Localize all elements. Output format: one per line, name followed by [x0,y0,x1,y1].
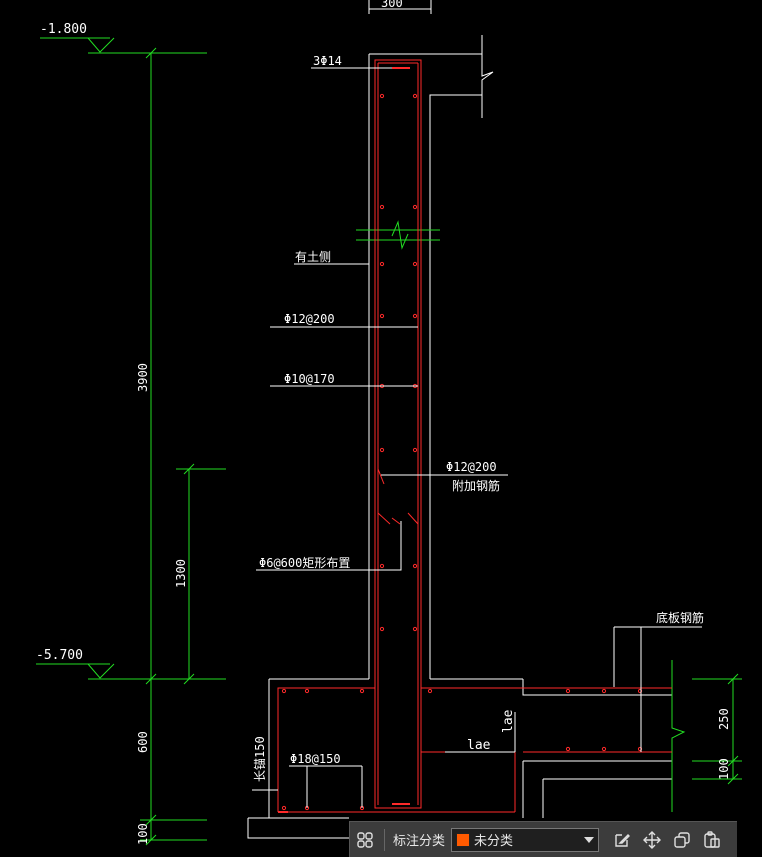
category-selected-value: 未分类 [474,833,514,848]
rebar-added-label: Φ12@200 [446,460,497,474]
base-rebar-label: Φ18@150 [290,752,341,766]
tie-rebar-label: Φ6@600矩形布置 [259,556,350,570]
dimension-100-right-label: 100 [717,758,731,780]
elevation-marker-mid [36,663,226,680]
wall-rebar [374,59,422,809]
category-swatch [456,832,471,847]
dimension-600-label: 600 [136,731,150,753]
category-label: 标注分类 [393,833,446,848]
dimension-1300-label: 1300 [174,559,188,588]
bottom-rebar-note: 底板钢筋 [656,610,704,625]
edit-icon[interactable] [607,825,637,855]
copy-icon[interactable] [667,825,697,855]
rebar-top-label: 3Φ14 [313,54,342,68]
rebar-inner-label: Φ10@170 [284,372,335,386]
soil-side-label: 有土侧 [295,250,331,264]
move-icon[interactable] [637,825,667,855]
grid-icon[interactable] [350,825,380,855]
elevation-top-label: -1.800 [40,22,87,37]
wall-outline [247,35,672,839]
rebar-dots [281,93,643,811]
dimension-3900-label: 3900 [136,363,150,392]
lae-vertical-label: lae [501,709,516,733]
anchor-note-label: 长锚150 [252,736,267,782]
dimension-300 [368,0,432,14]
dimension-lines-left [140,47,226,846]
elevation-mid-label: -5.700 [36,648,83,663]
rebar-outer-label: Φ12@200 [284,312,335,326]
toolbar-separator [384,828,385,851]
dimension-lines-right [692,673,742,785]
slab-break-symbol [671,660,686,812]
dimension-250-label: 250 [717,708,731,730]
wall-break-symbol [356,220,440,250]
paste-icon[interactable] [697,825,727,855]
rebar-added-note: 附加钢筋 [452,478,500,493]
leader-lines [252,67,702,808]
chevron-down-icon [584,836,595,843]
category-select[interactable]: 未分类 [451,827,600,852]
lae-horizontal-label: lae [467,738,491,753]
annotation-toolbar: 标注分类 未分类 [349,821,737,857]
dimension-100-left-label: 100 [136,823,150,845]
dimension-300-label: 300 [381,0,403,10]
elevation-marker-top [40,37,207,54]
